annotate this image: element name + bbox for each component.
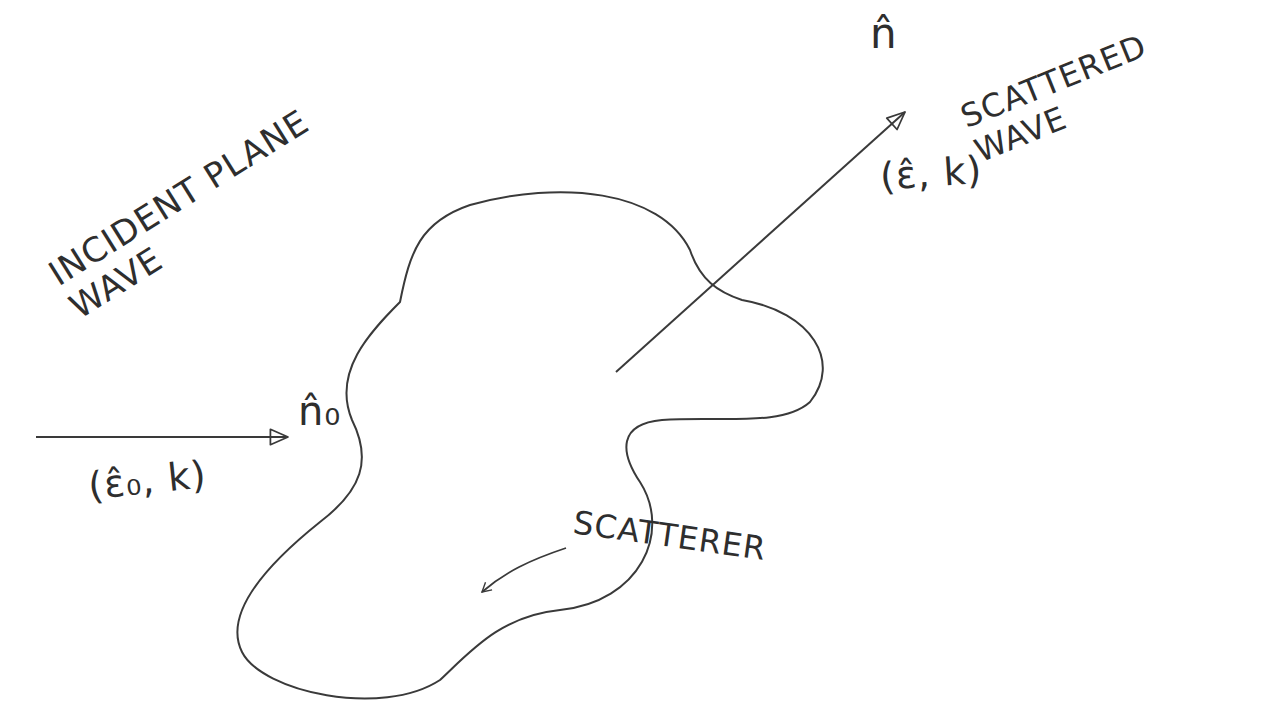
scattered-arrow xyxy=(616,112,905,372)
incident-arrow xyxy=(36,436,288,438)
polarization-label: (ε̂, k) xyxy=(879,144,1052,199)
polarization-label: (ε̂₀, k) xyxy=(86,445,289,509)
scatterer-outline xyxy=(237,192,822,698)
direction-label: n̂ xyxy=(870,10,940,58)
wave-label: INCIDENT PLANE WAVE xyxy=(42,101,338,326)
leader-line xyxy=(482,548,566,592)
direction-label: n̂₀ xyxy=(298,388,368,434)
part-label: SCATTERER xyxy=(571,504,873,582)
wave-label: SCATTERED WAVE xyxy=(956,4,1225,170)
